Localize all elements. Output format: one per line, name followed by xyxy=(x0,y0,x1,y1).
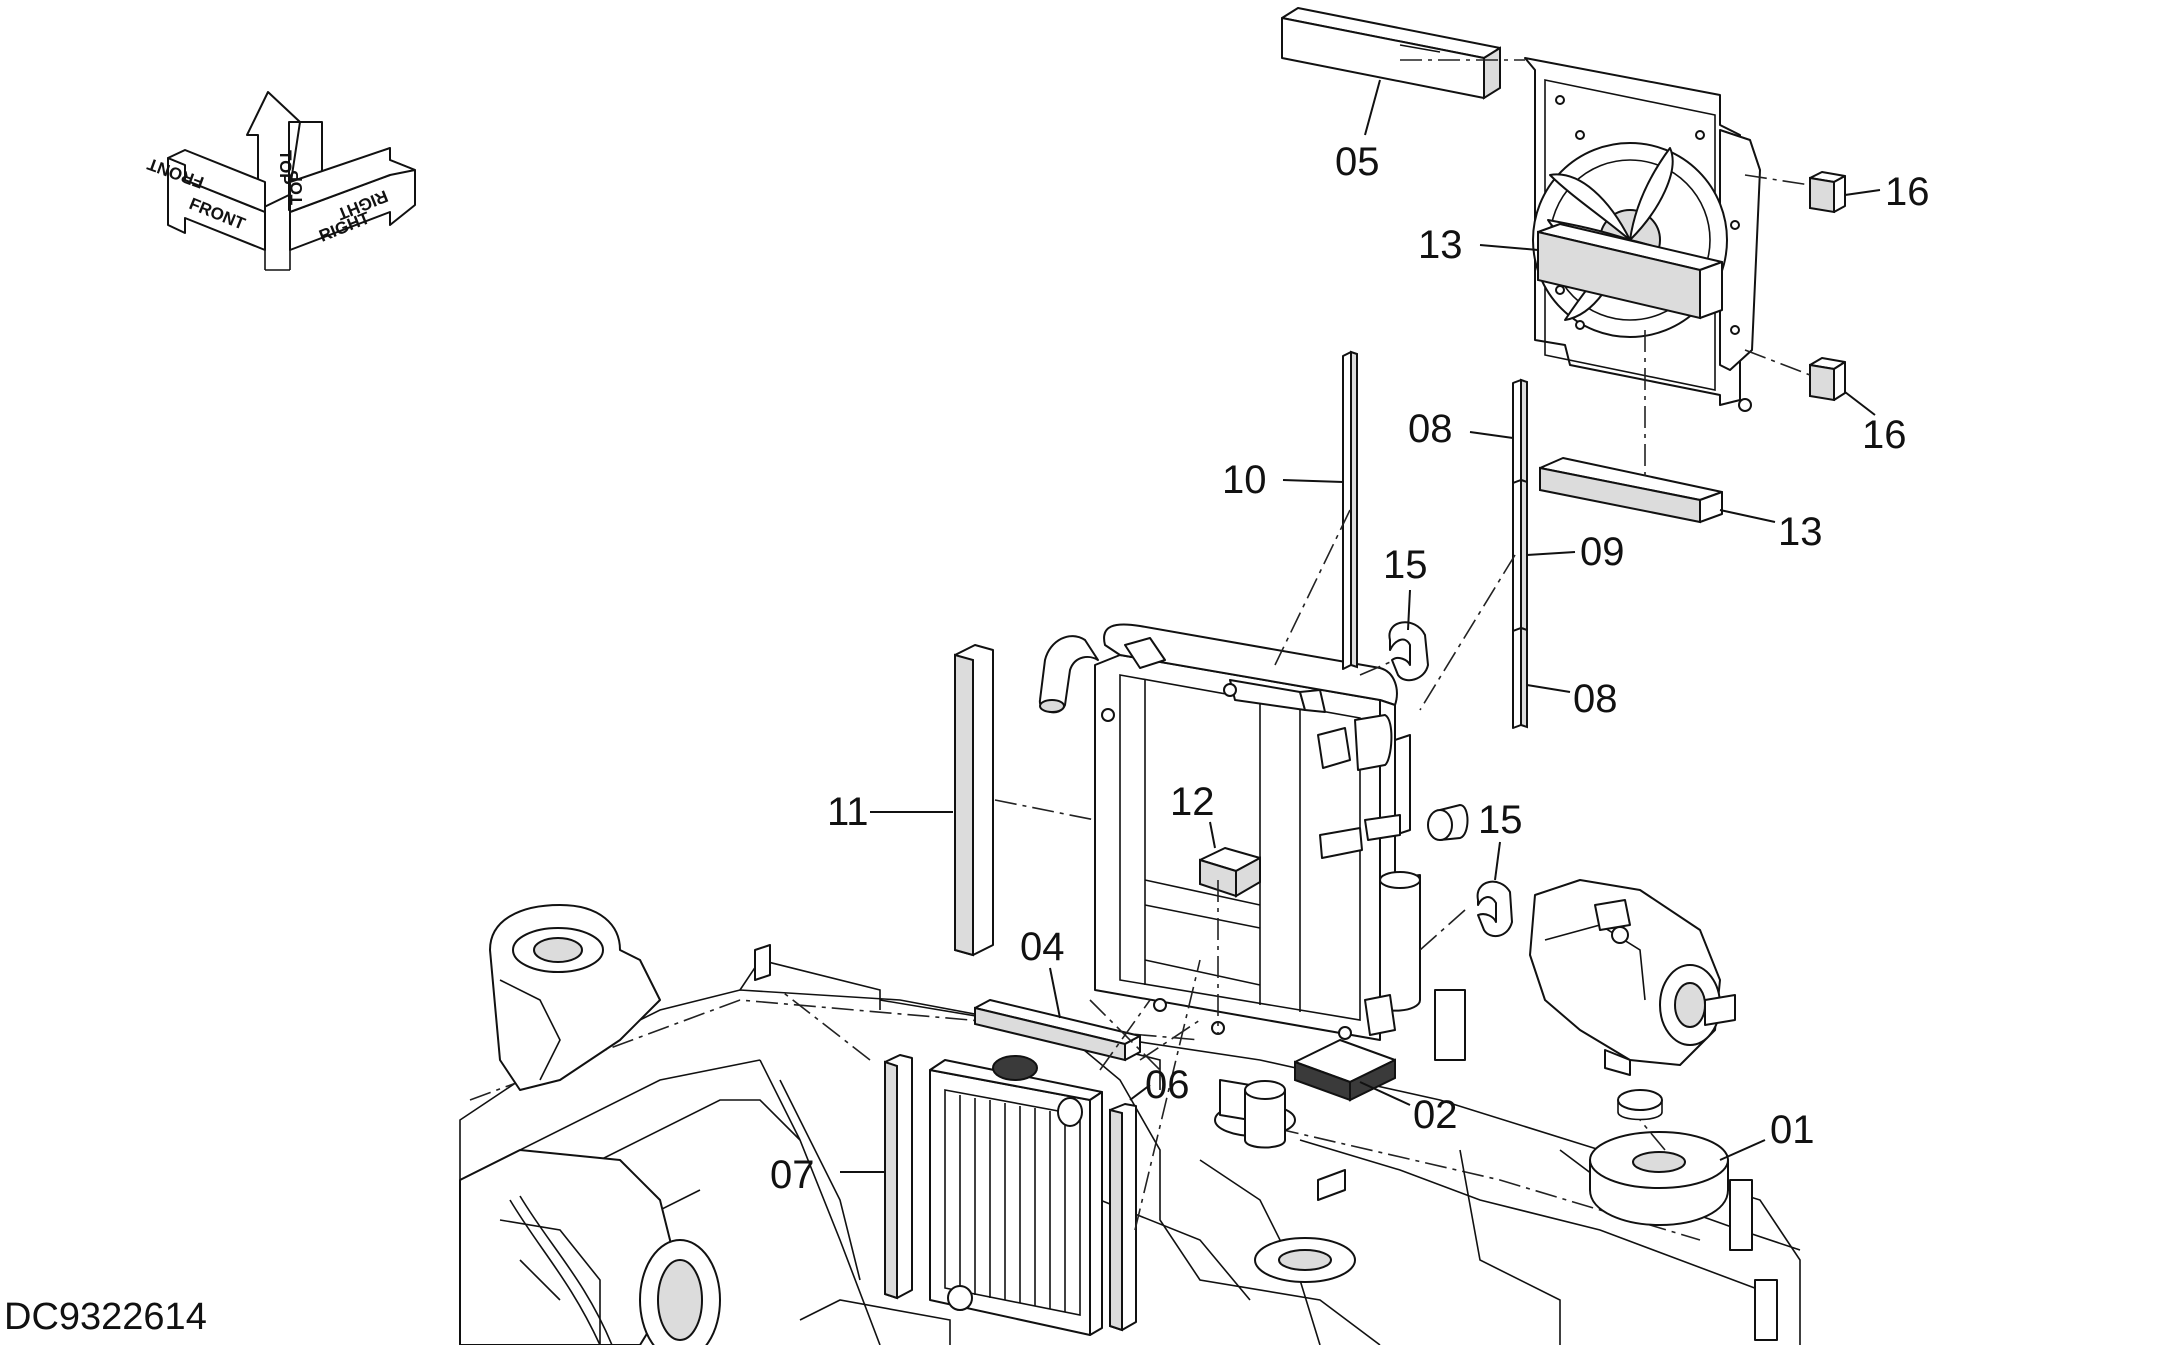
callout-01: 01 xyxy=(1770,1108,1815,1152)
callout-02: 02 xyxy=(1413,1093,1458,1137)
callout-04: 04 xyxy=(1020,925,1065,969)
drawing-code: DC9322614 xyxy=(4,1296,207,1338)
part-13-lower-seal xyxy=(1539,457,1723,524)
callout-08-upper: 08 xyxy=(1408,407,1453,451)
part-15-upper-clamp xyxy=(1388,621,1429,682)
part-13-upper-seal xyxy=(1537,223,1723,320)
callout-07: 07 xyxy=(770,1153,815,1197)
part-16-upper-block xyxy=(1809,171,1846,214)
part-07-side-seal xyxy=(884,1054,913,1300)
callout-05: 05 xyxy=(1335,140,1380,184)
part-12-block xyxy=(1199,847,1261,898)
callout-11: 11 xyxy=(827,790,869,834)
callout-15-lower: 15 xyxy=(1478,798,1523,842)
callout-15-upper: 15 xyxy=(1383,543,1428,587)
hose-clamp xyxy=(1617,1089,1663,1121)
callout-labels: 01 02 04 05 06 07 08 08 09 10 11 12 13 1… xyxy=(770,140,1930,1197)
part-16-lower-block xyxy=(1809,357,1846,402)
part-05-seal xyxy=(1281,7,1501,100)
callout-16-lower: 16 xyxy=(1862,413,1907,457)
top-label: TOP xyxy=(276,150,295,185)
callout-16-upper: 16 xyxy=(1885,170,1930,214)
callout-06: 06 xyxy=(1145,1063,1190,1107)
pipe-stub xyxy=(1244,1080,1286,1149)
callout-08-lower: 08 xyxy=(1573,677,1618,721)
part-06-side-seal xyxy=(1109,1103,1137,1332)
callout-09: 09 xyxy=(1580,530,1625,574)
assembly-lines xyxy=(779,59,1811,1231)
part-02-pad xyxy=(1294,1039,1396,1102)
part-15-lower-clamp xyxy=(1476,880,1513,938)
radiator-assembly xyxy=(929,1055,1103,1336)
callout-10: 10 xyxy=(1222,458,1267,502)
callout-12: 12 xyxy=(1170,780,1215,824)
callout-13-lower: 13 xyxy=(1778,510,1823,554)
part-10-vertical-seal xyxy=(1342,350,1358,670)
top-label-mirrored: TOP xyxy=(287,170,306,205)
orientation-arrow-symbol: FRONT FRONT TOP TOP RIGHT RIGHT xyxy=(144,91,416,271)
part-04-seal xyxy=(974,999,1141,1062)
part-11-side-seal xyxy=(954,644,994,957)
oil-cooler-assembly xyxy=(1038,623,1469,1041)
callout-13-upper: 13 xyxy=(1418,223,1463,267)
leader-lines xyxy=(840,79,1881,1173)
hydraulic-pump xyxy=(1529,879,1736,1076)
part-08-upper-seal xyxy=(1512,378,1528,484)
part-01-grommet xyxy=(1589,1131,1729,1226)
part-08-lower-seal xyxy=(1512,626,1528,729)
